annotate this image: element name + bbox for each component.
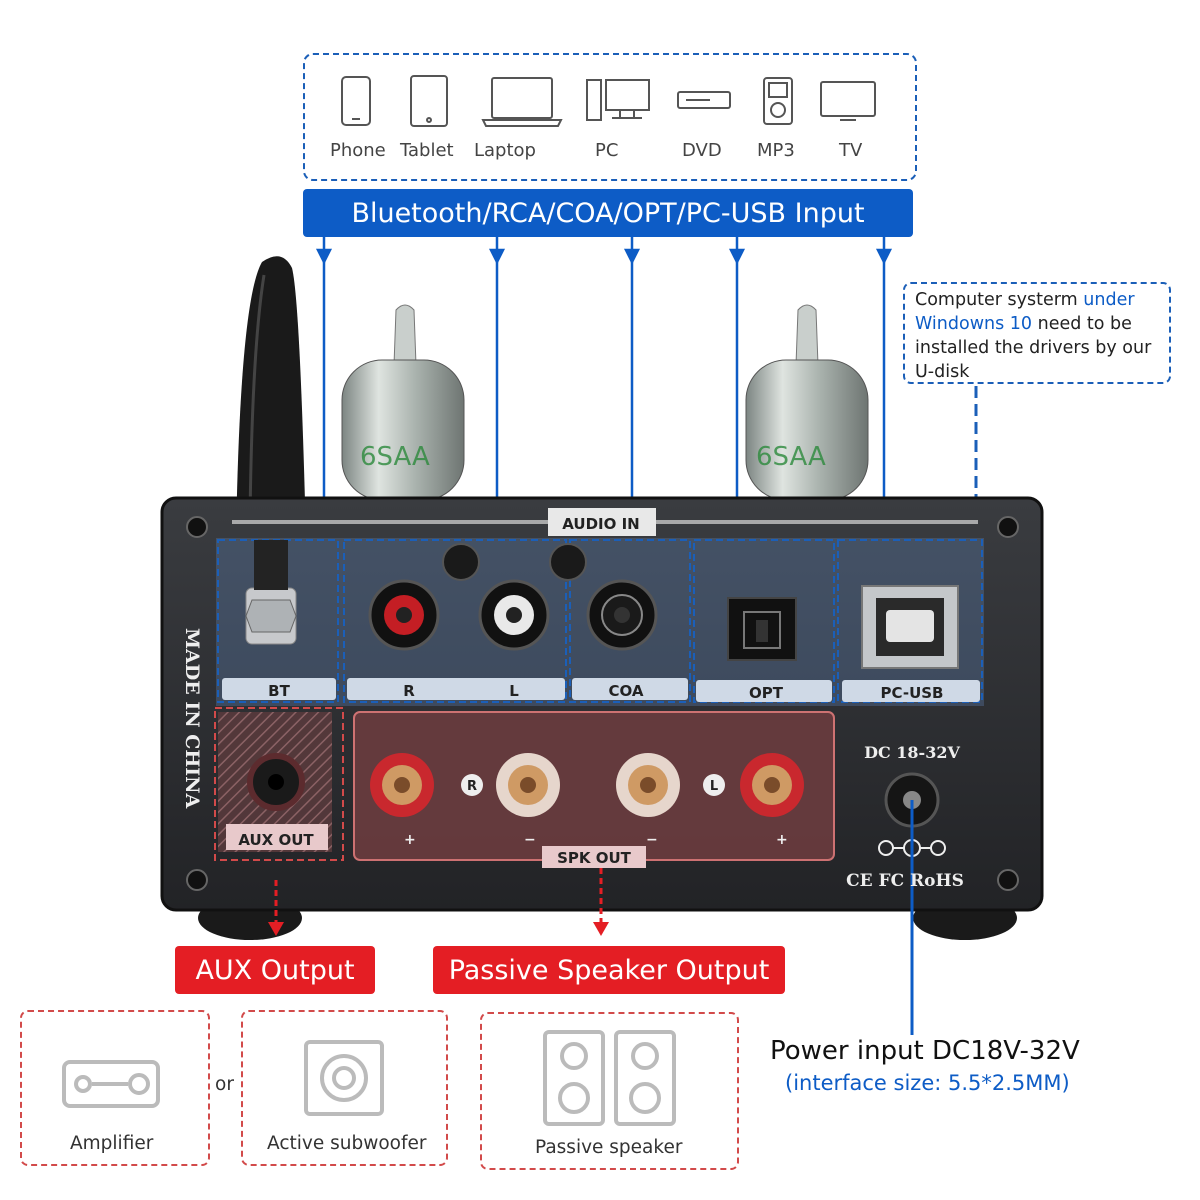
- made-in-label: MADE IN CHINA: [181, 628, 203, 809]
- laptop-icon: [481, 77, 563, 127]
- aux-out-label: AUX OUT: [238, 831, 314, 849]
- input-banner: Bluetooth/RCA/COA/OPT/PC-USB Input: [303, 189, 913, 237]
- spk-out-label: SPK OUT: [557, 849, 632, 867]
- subwoofer-label: Active subwoofer: [267, 1133, 427, 1154]
- rca-jack-r: [368, 579, 440, 651]
- svg-text:+: +: [776, 832, 788, 848]
- subwoofer-icon: [304, 1040, 384, 1116]
- note-line3: installed the drivers by our: [915, 338, 1152, 358]
- audio-in-label: AUDIO IN: [562, 515, 639, 533]
- or-label: or: [215, 1074, 234, 1095]
- mp3-icon: [763, 77, 793, 125]
- amplifier-icon: [62, 1060, 160, 1108]
- spk-r-label: R: [467, 779, 477, 794]
- device-label-tv: TV: [839, 140, 863, 161]
- vacuum-tube-right: 6SAA: [745, 304, 869, 501]
- cert-marks: CE FC RoHS: [846, 871, 964, 891]
- source-devices-box: [303, 53, 917, 181]
- audio-in-plate: [548, 508, 656, 536]
- port-label-coa: COA: [609, 682, 644, 700]
- device-label-tablet: Tablet: [400, 140, 454, 161]
- device-label-dvd: DVD: [682, 140, 722, 161]
- tablet-icon: [410, 75, 448, 127]
- passive-speaker-label: Passive speaker: [535, 1137, 683, 1158]
- amplifier-label: Amplifier: [70, 1133, 154, 1154]
- coaxial-jack: [586, 579, 658, 651]
- port-label-r: R: [403, 682, 415, 700]
- panel-screws: [186, 516, 1019, 891]
- optical-port: [727, 597, 797, 661]
- aux-output-label: AUX Output: [175, 946, 375, 994]
- bt-connector: [245, 540, 297, 645]
- device-label-pc: PC: [595, 140, 619, 161]
- port-label-opt: OPT: [749, 684, 784, 702]
- port-label-pcusb: PC-USB: [881, 684, 944, 702]
- output-arrows: [274, 868, 603, 930]
- passive-speaker-icon: [543, 1030, 676, 1126]
- note-line2a: Windowns 10: [915, 314, 1033, 334]
- bluetooth-antenna: [236, 256, 306, 540]
- port-label-bt: BT: [268, 682, 290, 700]
- vacuum-tube-left: 6SAA: [341, 304, 465, 501]
- binding-posts: [370, 753, 804, 817]
- passive-speaker-box: [480, 1012, 739, 1170]
- dvd-icon: [677, 91, 731, 109]
- svg-text:−: −: [646, 832, 658, 848]
- dc-label: DC 18-32V: [864, 743, 960, 762]
- device-label-laptop: Laptop: [474, 140, 536, 161]
- device-label-phone: Phone: [330, 140, 386, 161]
- spk-l-label: L: [710, 779, 718, 794]
- port-label-l: L: [509, 682, 519, 700]
- note-line1a: Computer systerm: [915, 290, 1084, 310]
- power-input-subtitle: (interface size: 5.5*2.5MM): [785, 1071, 1070, 1095]
- usb-b-port: [861, 585, 959, 669]
- tv-icon: [820, 81, 876, 121]
- usb-driver-note: Computer systerm under Windowns 10 need …: [903, 282, 1171, 384]
- amplifier-box: [20, 1010, 210, 1166]
- phone-icon: [341, 76, 371, 126]
- svg-text:−: −: [524, 832, 536, 848]
- rca-jack-l: [478, 579, 550, 651]
- device-icons: [341, 75, 876, 127]
- speaker-output-label: Passive Speaker Output: [433, 946, 785, 994]
- note-line4: U-disk: [915, 362, 970, 382]
- power-input-title: Power input DC18V-32V: [770, 1036, 1080, 1066]
- svg-text:+: +: [404, 832, 416, 848]
- note-line2b: need to be: [1032, 314, 1132, 334]
- svg-text:6SAA: 6SAA: [756, 442, 826, 472]
- output-icons: [62, 1030, 676, 1126]
- input-arrows: [315, 237, 893, 540]
- note-line1b: under: [1083, 290, 1135, 310]
- subwoofer-box: [241, 1010, 448, 1166]
- device-label-mp3: MP3: [757, 140, 795, 161]
- pc-icon: [586, 79, 650, 121]
- svg-text:6SAA: 6SAA: [360, 442, 430, 472]
